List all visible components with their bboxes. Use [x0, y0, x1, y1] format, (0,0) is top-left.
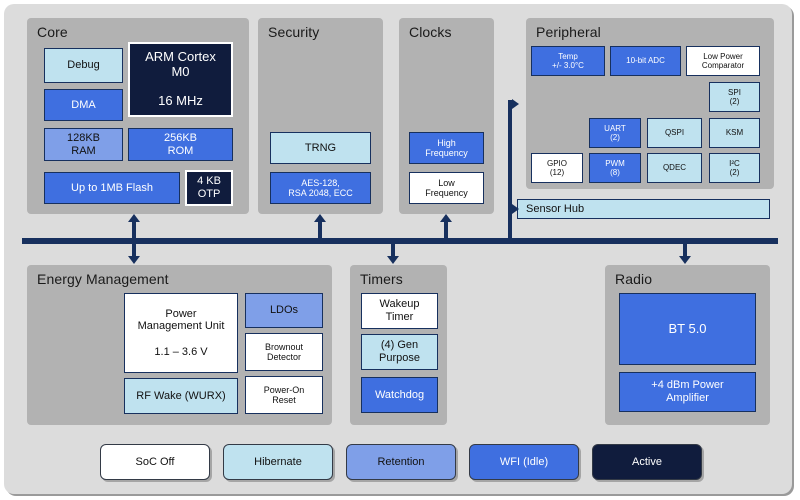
- block-power-management-unit[interactable]: Power Management Unit 1.1 – 3.6 V: [124, 293, 238, 373]
- block-pwm[interactable]: PWM (8): [589, 153, 641, 183]
- block-gpio[interactable]: GPIO (12): [531, 153, 583, 183]
- block-trng[interactable]: TRNG: [270, 132, 371, 164]
- block-debug[interactable]: Debug: [44, 48, 123, 83]
- block-general-purpose-timers[interactable]: (4) Gen Purpose: [361, 334, 438, 370]
- bus-arrow-clocks: [440, 214, 452, 222]
- bus-stub-security: [318, 222, 322, 240]
- block-watchdog[interactable]: Watchdog: [361, 377, 438, 413]
- block-flash[interactable]: Up to 1MB Flash: [44, 172, 180, 204]
- group-core-title: Core: [37, 24, 68, 40]
- group-peripheral-title: Peripheral: [536, 24, 601, 40]
- block-dma[interactable]: DMA: [44, 89, 123, 121]
- block-rom[interactable]: 256KB ROM: [128, 128, 233, 161]
- group-energy-title: Energy Management: [37, 271, 169, 287]
- bus-stub-timers: [391, 242, 395, 258]
- legend-item-active[interactable]: Active: [592, 444, 702, 480]
- block-power-amplifier[interactable]: +4 dBm Power Amplifier: [619, 372, 756, 412]
- block-ksm[interactable]: KSM: [709, 118, 760, 148]
- bus-arrow-sensor-hub: [512, 204, 519, 214]
- bus-arrow-core: [128, 214, 140, 222]
- block-bt50[interactable]: BT 5.0: [619, 293, 756, 365]
- block-qspi[interactable]: QSPI: [647, 118, 702, 148]
- block-low-power-comparator[interactable]: Low Power Comparator: [686, 46, 760, 76]
- bus-stub-clocks: [444, 222, 448, 240]
- group-security-title: Security: [268, 24, 320, 40]
- block-temp-sensor[interactable]: Temp +/- 3.0°C: [531, 46, 605, 76]
- bus-stub-energy: [132, 242, 136, 258]
- block-adc[interactable]: 10-bit ADC: [610, 46, 681, 76]
- block-power-on-reset[interactable]: Power-On Reset: [245, 376, 323, 414]
- group-radio-title: Radio: [615, 271, 653, 287]
- power-state-legend: SoC Off Hibernate Retention WFI (Idle) A…: [100, 444, 702, 484]
- system-bus: [22, 238, 778, 244]
- block-rf-wake-wurx[interactable]: RF Wake (WURX): [124, 378, 238, 414]
- block-crypto[interactable]: AES-128, RSA 2048, ECC: [270, 172, 371, 204]
- block-sensor-hub[interactable]: Sensor Hub: [517, 199, 770, 219]
- bus-arrow-radio: [679, 256, 691, 264]
- bus-stub-radio: [683, 242, 687, 258]
- block-wakeup-timer[interactable]: Wakeup Timer: [361, 293, 438, 329]
- block-arm-cortex-m0[interactable]: ARM Cortex M0 16 MHz: [128, 42, 233, 117]
- legend-item-wfi-idle[interactable]: WFI (Idle): [469, 444, 579, 480]
- bus-riser-peripheral: [508, 100, 512, 240]
- block-brownout-detector[interactable]: Brownout Detector: [245, 333, 323, 371]
- legend-item-hibernate[interactable]: Hibernate: [223, 444, 333, 480]
- legend-item-retention[interactable]: Retention: [346, 444, 456, 480]
- bus-arrow-peripheral: [512, 99, 519, 109]
- group-timers-title: Timers: [360, 271, 403, 287]
- block-uart[interactable]: UART (2): [589, 118, 641, 148]
- block-i2c[interactable]: I²C (2): [709, 153, 760, 183]
- bus-arrow-security: [314, 214, 326, 222]
- block-ram[interactable]: 128KB RAM: [44, 128, 123, 161]
- block-low-frequency-clock[interactable]: Low Frequency: [409, 172, 484, 204]
- bus-stub-core: [132, 222, 136, 240]
- block-qdec[interactable]: QDEC: [647, 153, 702, 183]
- block-ldos[interactable]: LDOs: [245, 293, 323, 328]
- block-high-frequency-clock[interactable]: High Frequency: [409, 132, 484, 164]
- legend-item-soc-off[interactable]: SoC Off: [100, 444, 210, 480]
- bus-arrow-timers: [387, 256, 399, 264]
- block-otp[interactable]: 4 KB OTP: [185, 170, 233, 206]
- bus-arrow-energy: [128, 256, 140, 264]
- group-clocks-title: Clocks: [409, 24, 452, 40]
- block-spi[interactable]: SPI (2): [709, 82, 760, 112]
